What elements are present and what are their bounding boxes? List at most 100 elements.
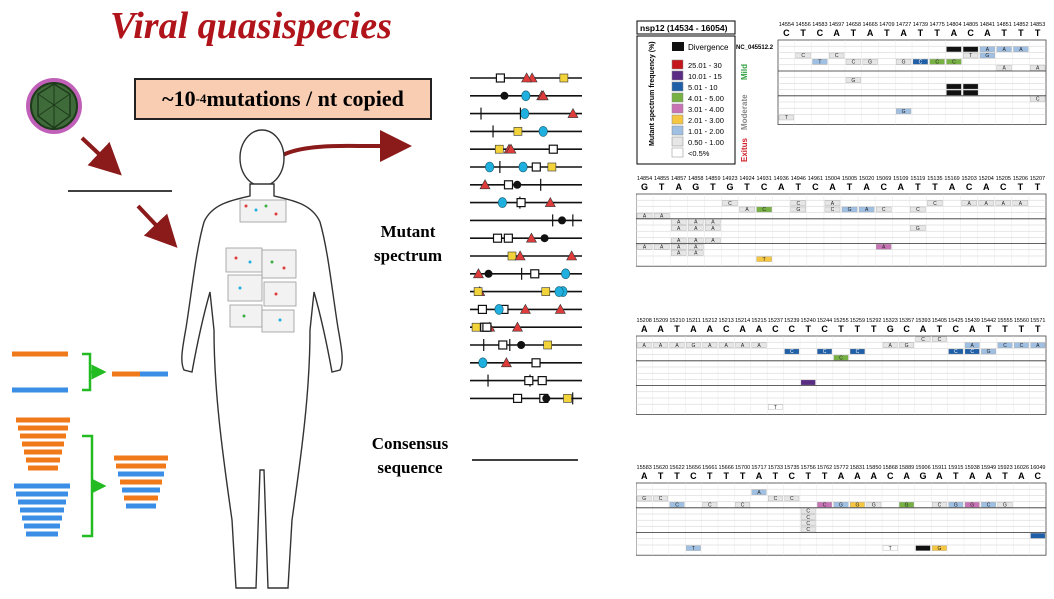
heatmap-cell-label: C — [790, 349, 794, 355]
position-label: 14805 — [963, 22, 978, 28]
mutation-triangle — [514, 250, 526, 261]
mutation-square — [482, 322, 492, 332]
base-label: G — [919, 471, 926, 481]
heatmap-cell — [829, 52, 845, 59]
group-moderate: Moderate — [740, 94, 749, 130]
mutation-circle — [497, 197, 507, 208]
legend-entry-label: 2.01 - 3.00 — [688, 116, 724, 125]
legend-divergence: Divergence — [688, 43, 729, 52]
heatmap-cell-label: C — [831, 207, 835, 213]
heatmap-cell-label: A — [643, 343, 647, 349]
base-label: A — [756, 324, 763, 334]
heatmap-cell — [800, 508, 816, 514]
heatmap-figure: nsp12 (14534 - 16054) Divergence Mutant … — [636, 20, 1047, 556]
heatmap-cell — [669, 502, 685, 508]
base-label: T — [937, 324, 943, 334]
heatmap-cell-label: C — [916, 207, 920, 213]
heatmap-cell-label: G — [642, 496, 646, 502]
heatmap-cell — [963, 90, 979, 96]
base-label: A — [641, 471, 648, 481]
mutation-triangle — [566, 250, 578, 261]
heatmap-cell — [882, 545, 898, 551]
heatmap-cell-label: G — [905, 502, 909, 508]
position-label: 15213 — [719, 318, 734, 324]
position-label: 14775 — [929, 22, 944, 28]
base-label: T — [953, 471, 959, 481]
heatmap-cell — [946, 83, 962, 90]
mutation-triangle — [537, 90, 549, 101]
heatmap-cell — [768, 404, 783, 410]
heatmap-cell-label: G — [937, 546, 941, 552]
heatmap-cell — [1013, 46, 1029, 52]
heatmap-cell — [636, 244, 653, 250]
mutation-square-yellow — [494, 144, 504, 154]
heatmap-cell — [702, 342, 718, 348]
heatmap-cell — [850, 502, 865, 508]
mutation-circle — [485, 161, 495, 173]
legend-entry-label: 5.01 - 10 — [688, 83, 718, 92]
heatmap-cell — [876, 244, 892, 250]
base-label: T — [934, 28, 940, 38]
base-label: G — [887, 324, 894, 334]
heatmap-cell — [996, 65, 1012, 71]
heatmap-cell — [858, 206, 875, 213]
heatmap-cell — [882, 342, 898, 348]
heatmap-cell — [636, 213, 653, 219]
position-label: 15210 — [669, 318, 684, 324]
mutation-square — [531, 358, 541, 368]
legend-swatch — [671, 59, 684, 70]
infected-cells-icon — [225, 199, 297, 333]
heatmap-cell — [688, 244, 704, 250]
heatmap-cell-label: C — [919, 59, 923, 65]
position-label: 15240 — [801, 318, 816, 324]
heatmap-cell — [896, 108, 912, 114]
heatmap-cell-label: A — [889, 343, 893, 349]
base-label: C — [966, 182, 973, 192]
heatmap-cell-label: A — [1002, 201, 1006, 207]
mutation-square — [477, 304, 488, 314]
legend-entry-label: 1.01 - 2.00 — [688, 127, 724, 136]
population-bars — [14, 417, 168, 538]
position-label: 15405 — [932, 318, 947, 324]
base-label: A — [778, 182, 785, 192]
heatmap-cell — [669, 342, 685, 348]
heatmap-cell-label: G — [902, 109, 906, 115]
position-label: 15237 — [768, 318, 783, 324]
base-label: C — [880, 182, 887, 192]
heatmap-cell — [912, 59, 928, 65]
legend: nsp12 (14534 - 16054) Divergence Mutant … — [636, 20, 774, 165]
base-label: A — [871, 471, 878, 481]
position-label: 14946 — [791, 176, 806, 182]
position-label: 15205 — [996, 176, 1011, 182]
position-label: 15831 — [850, 465, 865, 471]
heatmap-cell-label: A — [1019, 47, 1023, 53]
heatmap-cell-label: G — [954, 502, 958, 508]
heatmap-cell — [800, 526, 816, 533]
heatmap-cell — [751, 489, 767, 495]
heatmap-cell-label: G — [691, 343, 695, 349]
position-label: 15850 — [866, 465, 881, 471]
heatmap-cell-label: A — [971, 343, 975, 349]
heatmap-cell-label: A — [677, 220, 681, 226]
base-label: T — [871, 324, 877, 334]
heatmap-cell — [1030, 533, 1046, 539]
heatmap-cell — [1012, 200, 1029, 206]
base-label: C — [821, 324, 828, 334]
mutation-circle — [561, 268, 571, 280]
mutation-square — [531, 162, 541, 172]
heatmap-cell-label: C — [987, 502, 991, 508]
heatmap-cell-label: C — [806, 515, 810, 521]
base-label: G — [641, 182, 648, 192]
mutation-circle — [538, 126, 548, 137]
mutation-triangle — [505, 143, 517, 154]
position-label: 14583 — [812, 22, 827, 28]
position-label: 14851 — [996, 22, 1011, 28]
base-label: T — [1035, 28, 1041, 38]
position-label: 15244 — [817, 318, 832, 324]
position-label: 14556 — [795, 22, 810, 28]
base-label: A — [920, 324, 927, 334]
position-label: 14665 — [862, 22, 877, 28]
heatmap-frame — [636, 482, 1047, 556]
heatmap-cell — [653, 213, 670, 219]
